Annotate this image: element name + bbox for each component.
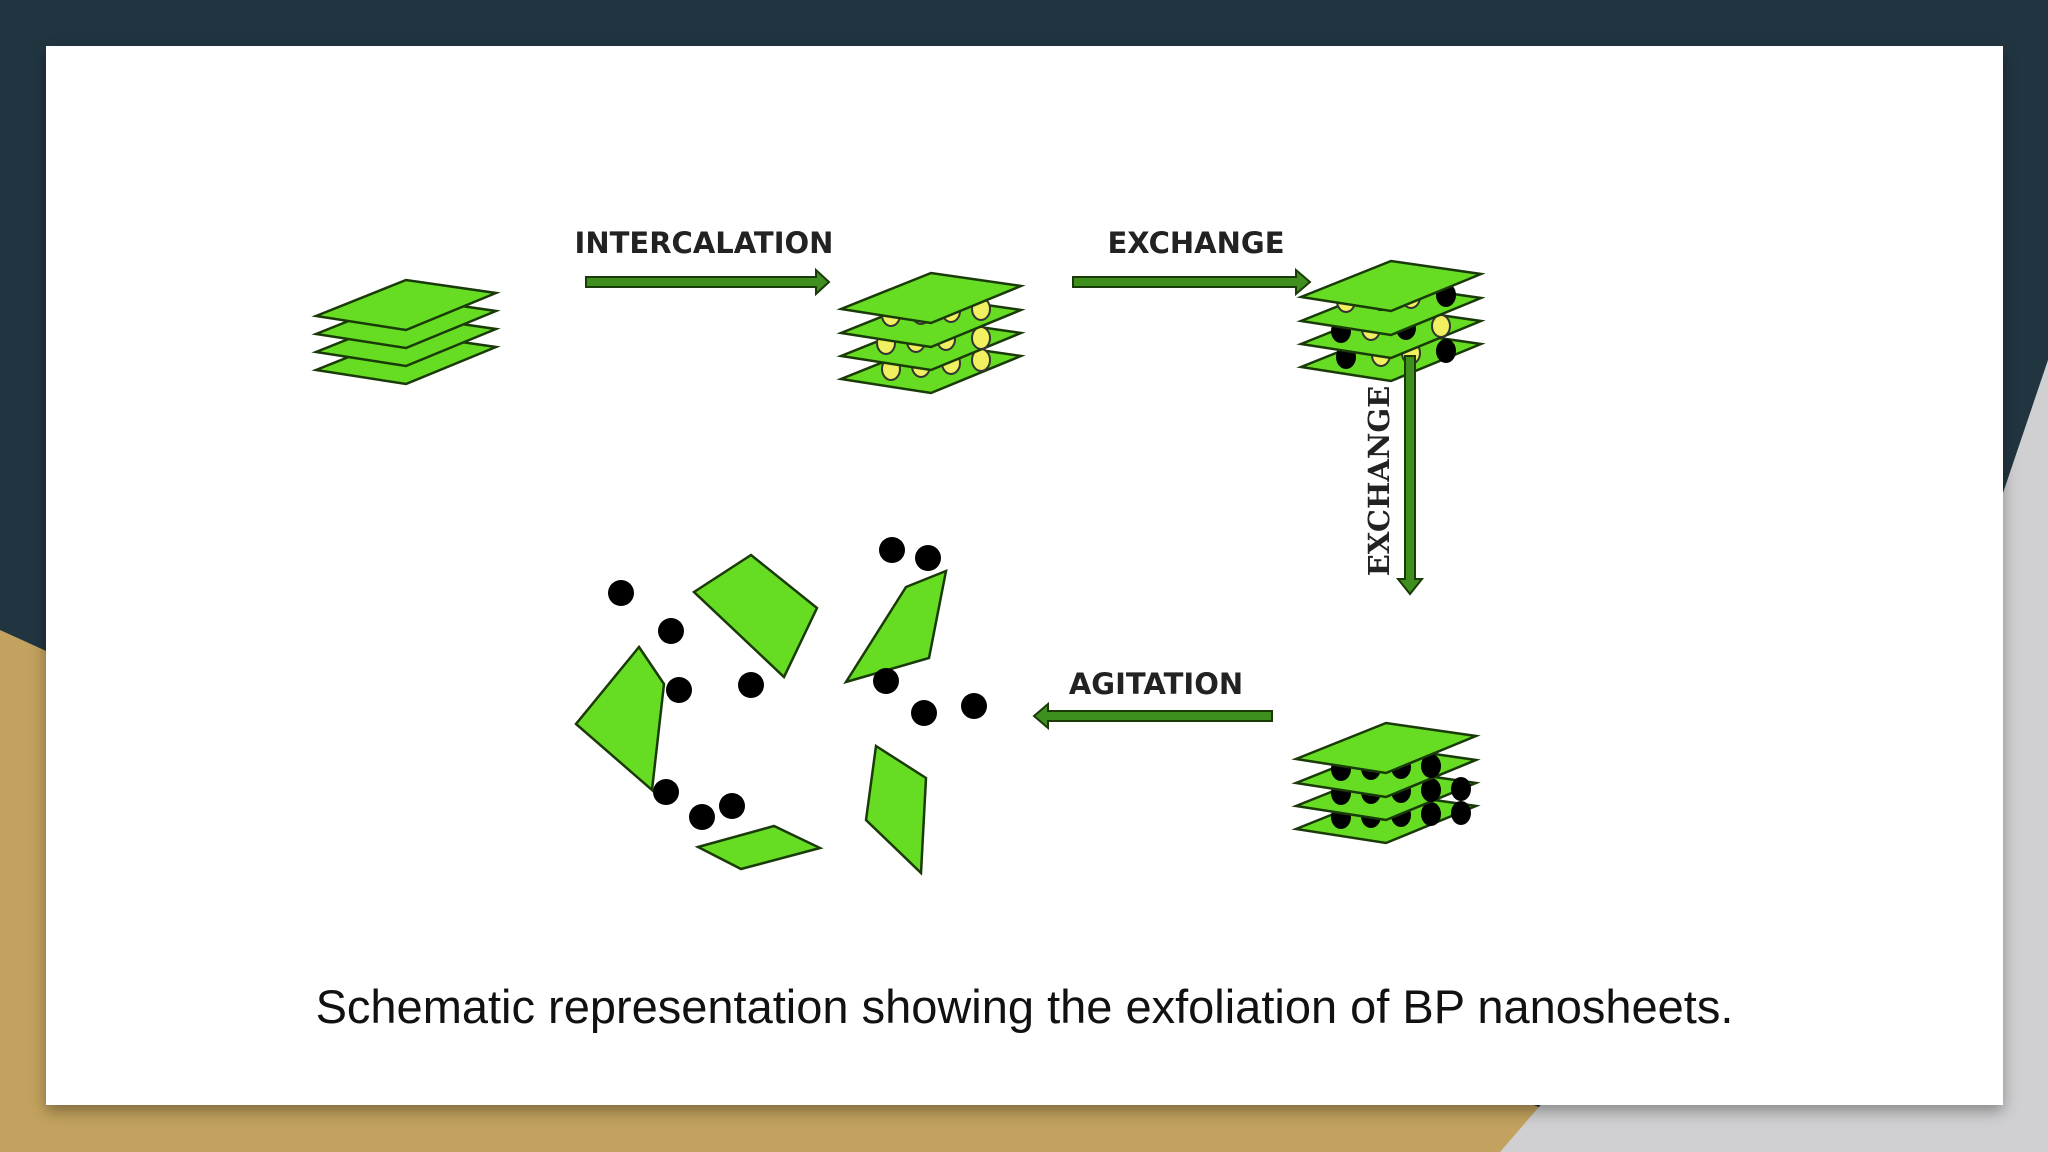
- exchanged-stack: [1294, 721, 1478, 845]
- intercalated-stack: [839, 271, 1023, 395]
- arrow-exchange-vertical: [1395, 355, 1425, 596]
- arrow-intercalation: [585, 267, 831, 297]
- exfoliation-diagram: INTERCALATION EXCHANGE: [314, 226, 1483, 876]
- released-molecules: [608, 537, 987, 830]
- slide-caption: Schematic representation showing the exf…: [315, 980, 1734, 1033]
- partially-exchanged-stack: [1299, 259, 1483, 383]
- arrow-exchange-horizontal: [1072, 267, 1312, 297]
- exfoliated-nanosheets: [574, 553, 948, 876]
- intercalation-label: INTERCALATION: [575, 226, 834, 260]
- arrow-agitation: [1032, 701, 1273, 731]
- exchange-label-horizontal: EXCHANGE: [1107, 226, 1284, 260]
- exchange-label-vertical: EXCHANGE: [1362, 386, 1396, 576]
- bulk-stack: [314, 278, 498, 386]
- agitation-label: AGITATION: [1069, 667, 1243, 701]
- slide: INTERCALATION EXCHANGE: [46, 46, 2003, 1105]
